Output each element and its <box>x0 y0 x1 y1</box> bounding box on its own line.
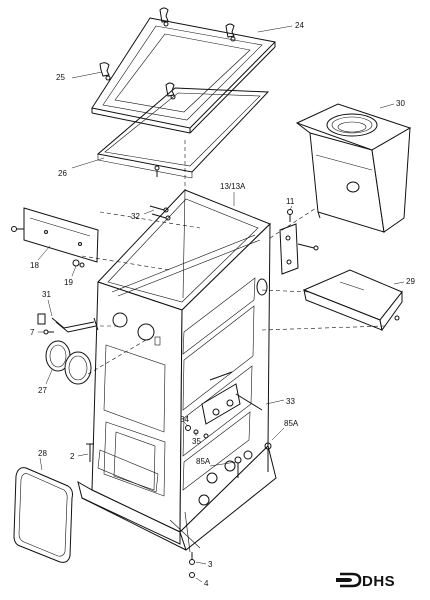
label-2: 2 <box>70 452 75 461</box>
part-19-fastener <box>72 259 85 268</box>
lid-top-part <box>91 17 277 134</box>
lid-screw-small <box>154 165 160 171</box>
label-32: 32 <box>131 212 140 221</box>
bracket-rod-part <box>37 313 99 333</box>
label-leaders <box>37 25 405 583</box>
bolt-85a-right <box>264 442 272 472</box>
label-35: 35 <box>192 437 201 446</box>
dhs-logo-text: DHS <box>362 573 395 590</box>
label-3: 3 <box>208 560 213 569</box>
side-plate-screw <box>11 226 24 232</box>
label-27: 27 <box>38 386 47 395</box>
label-11: 11 <box>286 197 295 206</box>
right-bracket <box>279 223 319 275</box>
ash-tray-part <box>302 269 403 332</box>
label-85a-left: 85A <box>196 457 211 466</box>
pin-2-part <box>86 443 94 462</box>
label-26: 26 <box>58 169 67 178</box>
screws-32 <box>149 205 171 221</box>
lid-knob-3 <box>99 62 111 81</box>
label-28: 28 <box>38 449 47 458</box>
screw-7 <box>43 329 54 335</box>
label-4: 4 <box>204 579 209 588</box>
label-85a-right: 85A <box>284 419 299 428</box>
label-24: 24 <box>295 21 304 30</box>
lid-knob-2 <box>225 23 236 42</box>
side-plate-part <box>23 207 99 263</box>
label-13-13a: 13/13A <box>220 182 246 191</box>
lid-knob-4 <box>165 82 176 100</box>
label-30: 30 <box>396 99 405 108</box>
bolt-85a-left <box>234 456 242 478</box>
flue-hood-part <box>295 103 412 233</box>
label-18: 18 <box>30 261 39 270</box>
label-29: 29 <box>406 277 415 286</box>
main-body-part <box>77 189 277 553</box>
control-lever-part <box>201 371 263 425</box>
assembly-guide-lines <box>81 140 386 375</box>
label-31: 31 <box>42 290 51 299</box>
ring-pair-part <box>45 340 92 385</box>
label-34: 34 <box>180 415 189 424</box>
label-25: 25 <box>56 73 65 82</box>
dhs-logo: DHS <box>336 572 395 590</box>
screw-4 <box>189 572 195 578</box>
door-gasket-part <box>13 467 73 563</box>
lid-knob-1 <box>159 7 169 27</box>
label-19: 19 <box>64 278 73 287</box>
lid-gasket-part <box>96 87 270 179</box>
screw-3 <box>189 552 195 565</box>
screw-11 <box>287 209 293 222</box>
label-7: 7 <box>30 328 35 337</box>
label-33: 33 <box>286 397 295 406</box>
